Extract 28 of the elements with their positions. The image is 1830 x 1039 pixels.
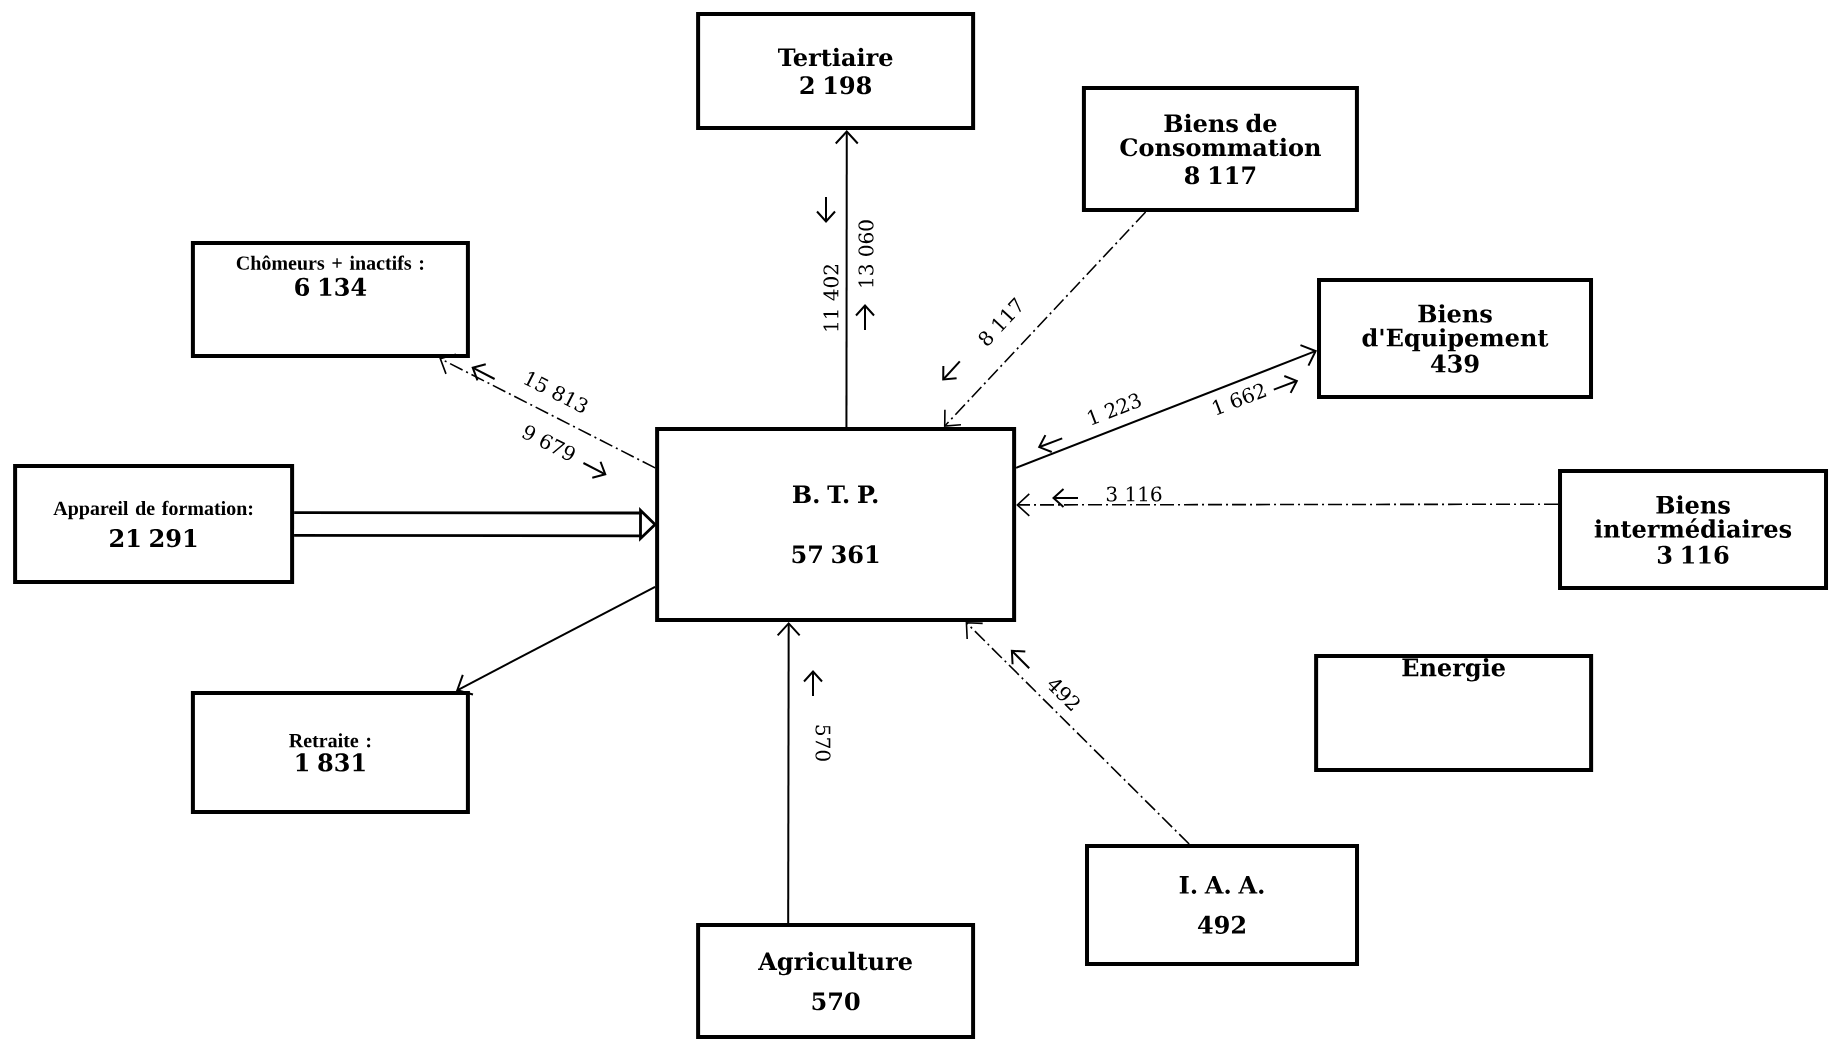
edge-label: 13 060: [856, 217, 876, 291]
sector-box: Biens d'Equipement 439: [1317, 277, 1593, 399]
flow-arrow: [943, 211, 1147, 427]
sector-box: I. A. A. 492: [1085, 844, 1359, 966]
edge-label: 15 813: [518, 366, 594, 418]
sector-box: Energie: [1314, 654, 1594, 772]
flow-value: 1 223: [1082, 389, 1147, 429]
flow-arrow: [455, 585, 657, 696]
sector-box: Agriculture 570: [696, 923, 976, 1039]
sector-box: Tertiaire 2 198: [696, 12, 976, 130]
sector-box: Retraite : 1 831: [190, 690, 470, 814]
sector-box: B. T. P. 57 361: [655, 426, 1017, 622]
edge-label: 492: [1042, 672, 1086, 716]
sector-box: Biens intermédiaires 3 116: [1558, 469, 1829, 591]
sector-box: Biens de Consommation 8 117: [1081, 86, 1359, 212]
flow-arrow: [834, 130, 859, 428]
flow-arrow: [1015, 344, 1317, 469]
sector-box: Appareil de formation: 21 291: [13, 464, 295, 584]
edge-label: 1 662: [1207, 379, 1272, 419]
edge-label: 570: [813, 721, 833, 765]
flow-arrow: [439, 353, 656, 469]
flow-arrow: [965, 621, 1190, 845]
flow-arrow: [1016, 493, 1559, 517]
sector-box: Chômeurs + inactifs : 6 134: [190, 241, 470, 359]
flow-value: 9 679: [517, 420, 581, 466]
edge-label: 3 116: [1103, 484, 1165, 504]
flow-value: 11 402: [821, 261, 841, 335]
flow-arrow: [776, 621, 801, 924]
